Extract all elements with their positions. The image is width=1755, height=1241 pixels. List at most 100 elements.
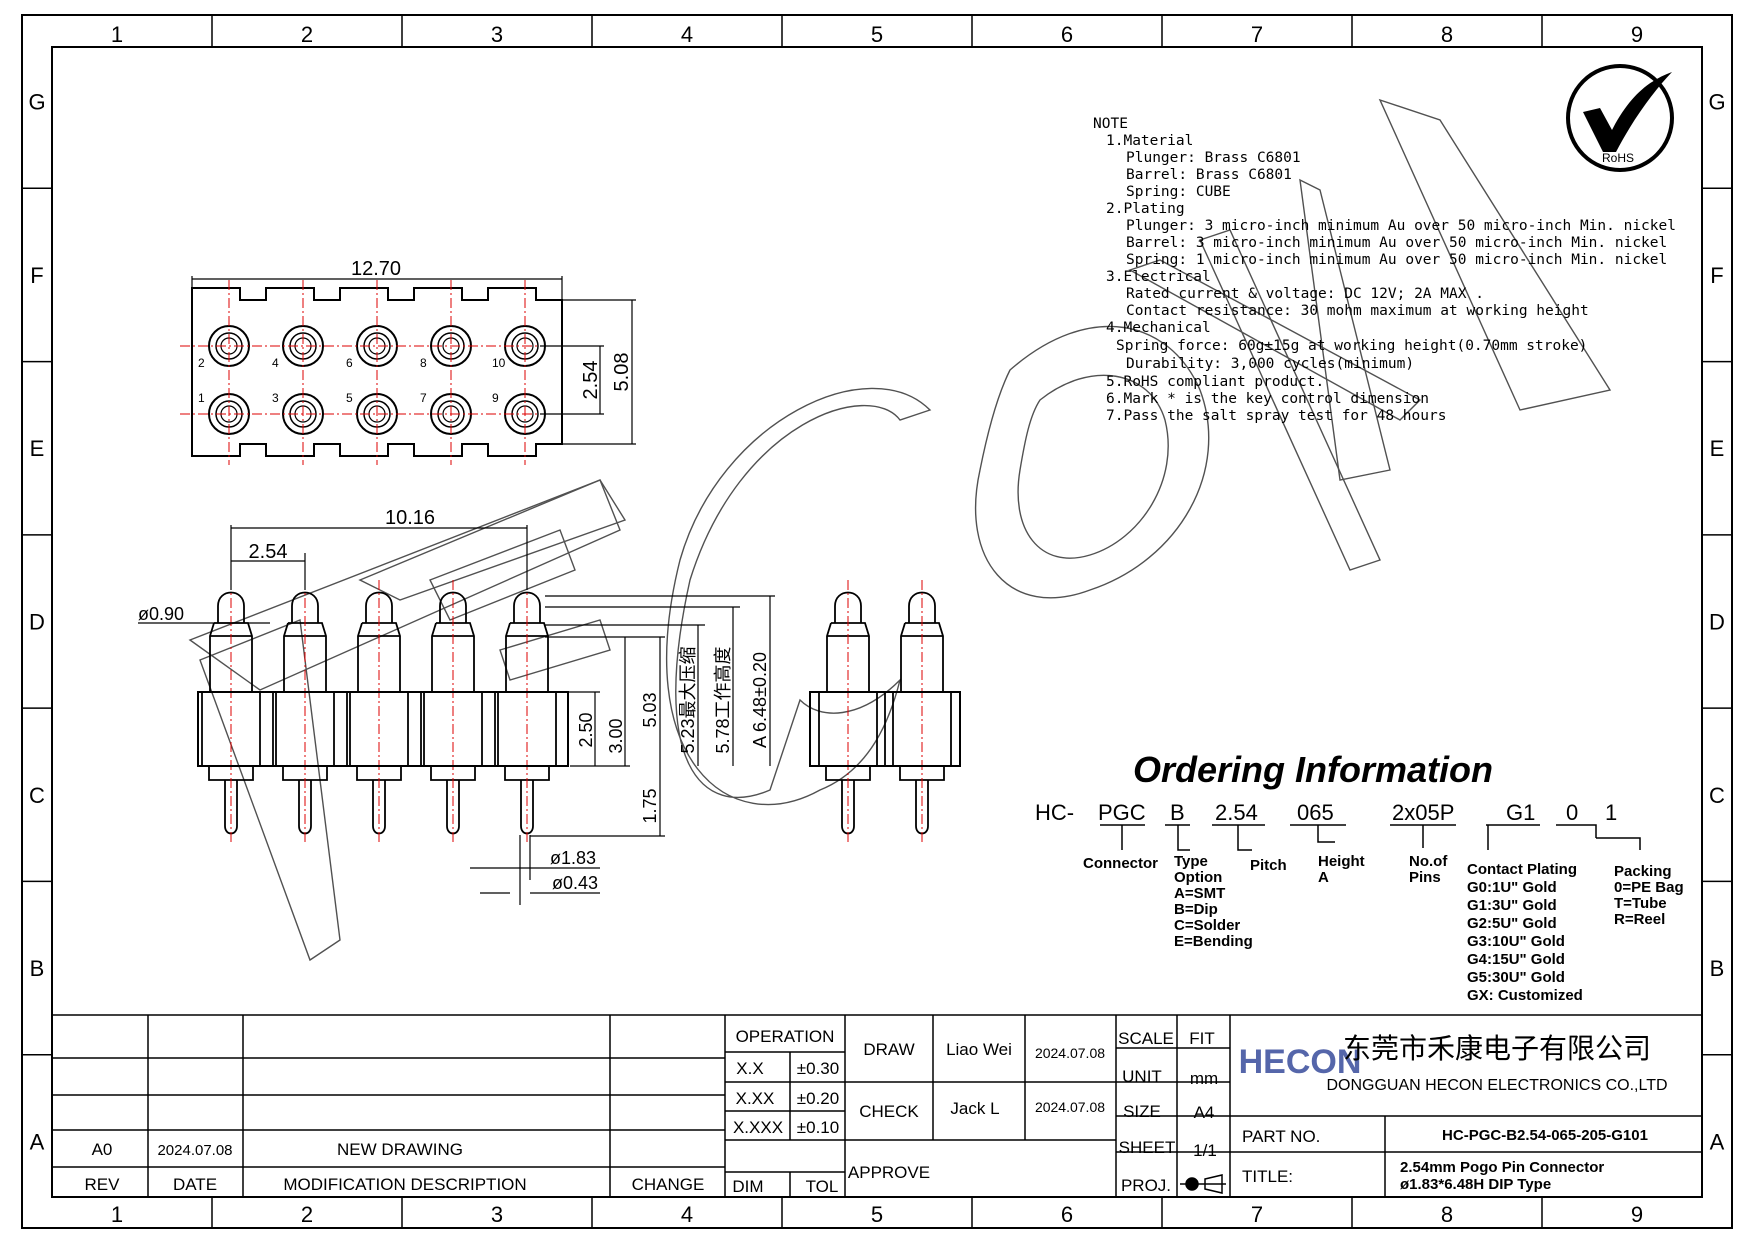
row-label: C bbox=[29, 783, 45, 808]
plunger-tip bbox=[291, 591, 319, 623]
row-label: E bbox=[1710, 436, 1725, 461]
unit-value: mm bbox=[1190, 1069, 1218, 1088]
col-label: 1 bbox=[111, 1202, 123, 1227]
code-part: G1 bbox=[1506, 800, 1535, 825]
code-part: HC- bbox=[1035, 800, 1074, 825]
dim-523-note: 最大压缩 bbox=[678, 646, 698, 718]
check-label: CHECK bbox=[859, 1102, 919, 1121]
pogo-pin bbox=[497, 580, 557, 845]
check-name: Jack L bbox=[950, 1099, 999, 1118]
row-label: B bbox=[30, 956, 45, 981]
ordering-info: Ordering Information HC- PGC B 2.54 065 … bbox=[1035, 749, 1684, 1004]
pogo-pin bbox=[423, 580, 483, 845]
row-label: C bbox=[1709, 783, 1725, 808]
dim-height: 5.08 bbox=[611, 353, 633, 392]
pin-label: 1 bbox=[198, 391, 205, 405]
check-date: 2024.07.08 bbox=[1035, 1099, 1105, 1115]
col-label: 7 bbox=[1251, 22, 1263, 47]
date-value: 2024.07.08 bbox=[157, 1142, 232, 1159]
mod-header: MODIFICATION DESCRIPTION bbox=[283, 1175, 526, 1194]
plunger-tip bbox=[439, 591, 467, 623]
note-line: Plunger: 3 micro-inch minimum Au over 50… bbox=[1126, 218, 1676, 234]
sheet-value: 1/1 bbox=[1193, 1141, 1217, 1160]
pin-label: 10 bbox=[492, 356, 506, 370]
plating-line: G1:3U" Gold bbox=[1467, 897, 1557, 914]
plating-line: G2:5U" Gold bbox=[1467, 915, 1557, 932]
pin-label: 4 bbox=[272, 356, 279, 370]
plating-line: Contact Plating bbox=[1467, 861, 1577, 878]
code-part: 2x05P bbox=[1392, 800, 1454, 825]
row-label: F bbox=[1710, 263, 1723, 288]
dim-label: DIM bbox=[732, 1177, 763, 1196]
note-line: 1.Material bbox=[1106, 133, 1193, 149]
col-label: 2 bbox=[301, 22, 313, 47]
col-label: 9 bbox=[1631, 1202, 1643, 1227]
pins-line: Pins bbox=[1409, 869, 1441, 886]
col-label: 7 bbox=[1251, 1202, 1263, 1227]
row-label: A bbox=[1710, 1129, 1725, 1154]
pogo-pin bbox=[275, 580, 335, 845]
pitch-label: Pitch bbox=[1250, 857, 1287, 874]
col-label: 3 bbox=[491, 22, 503, 47]
col-label: 6 bbox=[1061, 1202, 1073, 1227]
mod-value: NEW DRAWING bbox=[337, 1140, 463, 1159]
approve-label: APPROVE bbox=[848, 1163, 930, 1182]
row-label: B bbox=[1710, 956, 1725, 981]
dim-width: 12.70 bbox=[351, 258, 401, 280]
plating-line: G3:10U" Gold bbox=[1467, 933, 1565, 950]
hecon-watermark bbox=[188, 98, 1612, 962]
plating-line: GX: Customized bbox=[1467, 987, 1583, 1004]
col-label: 5 bbox=[871, 22, 883, 47]
note-line: Spring: CUBE bbox=[1126, 184, 1231, 200]
note-line: Barrel: 3 micro-inch minimum Au over 50 … bbox=[1126, 235, 1667, 251]
draw-name: Liao Wei bbox=[946, 1040, 1012, 1059]
packing-line: Packing bbox=[1614, 863, 1672, 880]
tol-dim: X.XXX bbox=[733, 1118, 783, 1137]
note-line: Spring force: 60g±15g at working height(… bbox=[1116, 338, 1587, 354]
size-label: SIZE bbox=[1123, 1102, 1161, 1121]
note-line: 5.RoHS compliant product. bbox=[1106, 374, 1324, 390]
note-line: 2.Plating bbox=[1106, 201, 1185, 217]
date-header: DATE bbox=[173, 1175, 217, 1194]
plating-line: G5:30U" Gold bbox=[1467, 969, 1565, 986]
pogo-pin bbox=[818, 580, 878, 845]
dim-dia-183: ø1.83 bbox=[550, 848, 596, 868]
scale-value: FIT bbox=[1189, 1029, 1215, 1048]
note-line: Plunger: Brass C6801 bbox=[1126, 150, 1301, 166]
tol-label: TOL bbox=[806, 1177, 839, 1196]
type-option-line: A=SMT bbox=[1174, 885, 1225, 902]
pin-label: 3 bbox=[272, 391, 279, 405]
draw-date: 2024.07.08 bbox=[1035, 1045, 1105, 1061]
row-label: G bbox=[1708, 90, 1725, 115]
type-option-line: Option bbox=[1174, 869, 1222, 886]
dim-578: 5.78工作高度 bbox=[713, 646, 733, 753]
operation-label: OPERATION bbox=[736, 1027, 835, 1046]
size-value: A4 bbox=[1194, 1103, 1215, 1122]
side-view: 10.16 2.54 ø0.90 2.50 3.00 5.03 5.23最大压缩… bbox=[138, 507, 775, 905]
note-line: 3.Electrical bbox=[1106, 269, 1211, 285]
row-label: D bbox=[29, 610, 45, 635]
pin-label: 7 bbox=[420, 391, 427, 405]
unit-label: UNIT bbox=[1122, 1067, 1162, 1086]
dim-300: 3.00 bbox=[606, 718, 626, 753]
dim-175: 1.75 bbox=[640, 788, 660, 823]
dim-dia-043: ø0.43 bbox=[552, 873, 598, 893]
ordering-title: Ordering Information bbox=[1133, 749, 1493, 790]
scale-label: SCALE bbox=[1118, 1029, 1174, 1048]
dim-503: 5.03 bbox=[640, 692, 660, 727]
code-part: B bbox=[1170, 800, 1185, 825]
col-label: 4 bbox=[681, 22, 693, 47]
pin-label: 2 bbox=[198, 356, 205, 370]
tol-dim: X.X bbox=[736, 1059, 763, 1078]
title-line-2: ø1.83*6.48H DIP Type bbox=[1400, 1176, 1551, 1193]
company-logo: HECON bbox=[1239, 1043, 1362, 1081]
plating-line: G4:15U" Gold bbox=[1467, 951, 1565, 968]
dim-578-value: 5.78 bbox=[713, 718, 733, 753]
height-line: Height bbox=[1318, 853, 1365, 870]
dim-648: A 6.48±0.20 bbox=[750, 652, 770, 748]
packing-line: R=Reel bbox=[1614, 911, 1665, 928]
packing-line: T=Tube bbox=[1614, 895, 1667, 912]
plunger-tip bbox=[908, 591, 936, 623]
rev-header: REV bbox=[85, 1175, 121, 1194]
title-label: TITLE: bbox=[1242, 1167, 1293, 1186]
